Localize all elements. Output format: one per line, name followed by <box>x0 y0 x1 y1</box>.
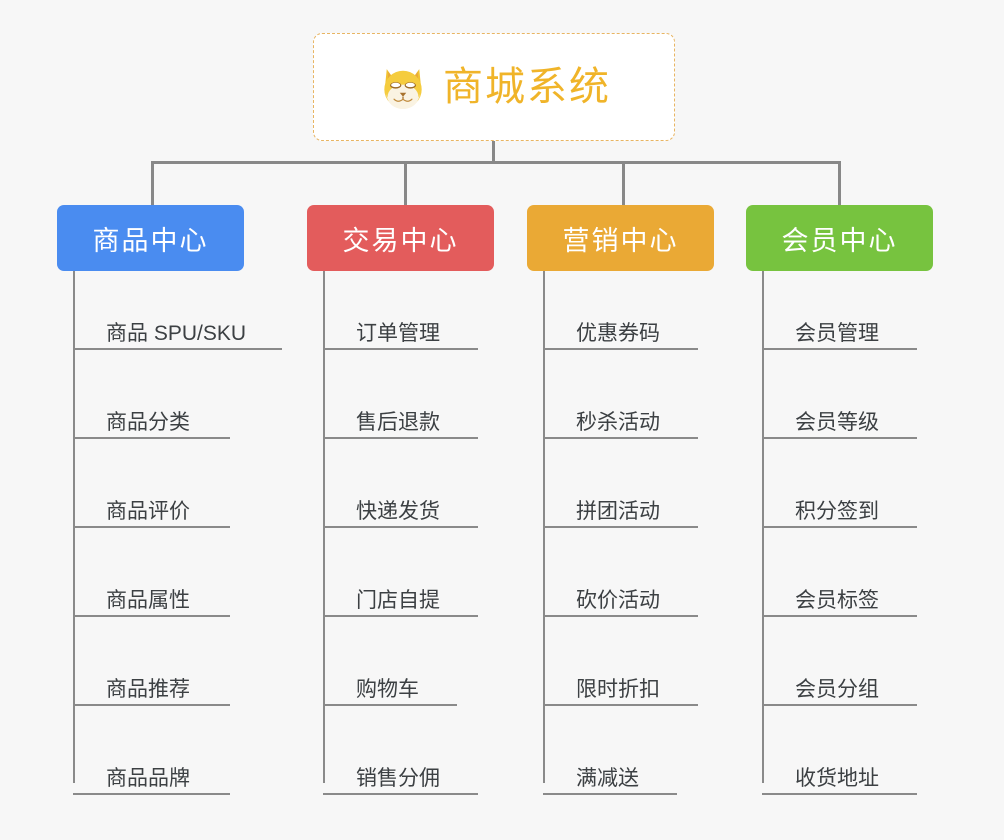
leaf-rule <box>73 526 230 528</box>
leaf-rule <box>323 793 478 795</box>
leaf-label: 砍价活动 <box>576 589 660 612</box>
leaf-rule <box>323 615 478 617</box>
connector-drop-3 <box>622 161 625 205</box>
shiba-dog-face-icon <box>377 61 429 113</box>
leaf-rule <box>323 526 478 528</box>
leaf-label: 积分签到 <box>795 500 879 523</box>
leaf-label: 秒杀活动 <box>576 411 660 434</box>
leaf-rule <box>762 615 917 617</box>
leaf-rule <box>543 348 698 350</box>
category-header-marketing-center[interactable]: 营销中心 <box>527 205 714 271</box>
leaf-label: 快递发货 <box>356 500 440 523</box>
leaf-label: 限时折扣 <box>576 678 660 701</box>
leaf-rule <box>323 437 478 439</box>
leaf-rule <box>323 704 457 706</box>
leaf-rule <box>762 526 917 528</box>
category-header-product-center[interactable]: 商品中心 <box>57 205 244 271</box>
leaf-rule <box>543 704 698 706</box>
leaf-rule <box>73 615 230 617</box>
leaf-rule <box>73 793 230 795</box>
leaf-label: 商品评价 <box>106 500 190 523</box>
leaf-rule <box>73 348 282 350</box>
leaf-label: 收货地址 <box>795 767 879 790</box>
leaf-label: 门店自提 <box>356 589 440 612</box>
leaf-label: 销售分佣 <box>356 767 440 790</box>
leaf-label: 商品品牌 <box>106 767 190 790</box>
leaf-label: 商品推荐 <box>106 678 190 701</box>
leaf-label: 会员管理 <box>795 322 879 345</box>
connector-drop-1 <box>151 161 154 205</box>
leaf-rule <box>762 348 917 350</box>
leaf-rule <box>543 793 677 795</box>
root-title: 商城系统 <box>443 65 611 109</box>
leaf-label: 优惠券码 <box>576 322 660 345</box>
connector-drop-4 <box>838 161 841 205</box>
leaf-rule <box>543 615 698 617</box>
leaf-label: 会员分组 <box>795 678 879 701</box>
leaf-label: 购物车 <box>356 678 419 701</box>
leaf-label: 满减送 <box>576 767 639 790</box>
leaf-label: 商品属性 <box>106 589 190 612</box>
leaf-rule <box>323 348 478 350</box>
leaf-label: 售后退款 <box>356 411 440 434</box>
leaf-label: 拼团活动 <box>576 500 660 523</box>
category-label: 会员中心 <box>781 225 898 256</box>
category-label: 商品中心 <box>92 225 209 256</box>
category-header-trade-center[interactable]: 交易中心 <box>307 205 494 271</box>
connector-horizontal-bus <box>151 161 841 164</box>
leaf-label: 会员标签 <box>795 589 879 612</box>
category-label: 营销中心 <box>562 225 679 256</box>
leaf-label: 商品分类 <box>106 411 190 434</box>
leaf-rule <box>543 437 698 439</box>
connector-root-stem <box>492 141 495 164</box>
leaf-label: 订单管理 <box>356 322 440 345</box>
leaf-rule <box>762 793 917 795</box>
leaf-rule <box>73 437 230 439</box>
connector-drop-2 <box>404 161 407 205</box>
leaf-rule <box>762 437 917 439</box>
leaf-label: 会员等级 <box>795 411 879 434</box>
leaf-rule <box>73 704 230 706</box>
leaf-rule <box>762 704 917 706</box>
category-header-member-center[interactable]: 会员中心 <box>746 205 933 271</box>
root-node[interactable]: 商城系统 <box>313 33 675 141</box>
leaf-label: 商品 SPU/SKU <box>106 322 247 345</box>
category-label: 交易中心 <box>342 225 459 256</box>
leaf-rule <box>543 526 698 528</box>
